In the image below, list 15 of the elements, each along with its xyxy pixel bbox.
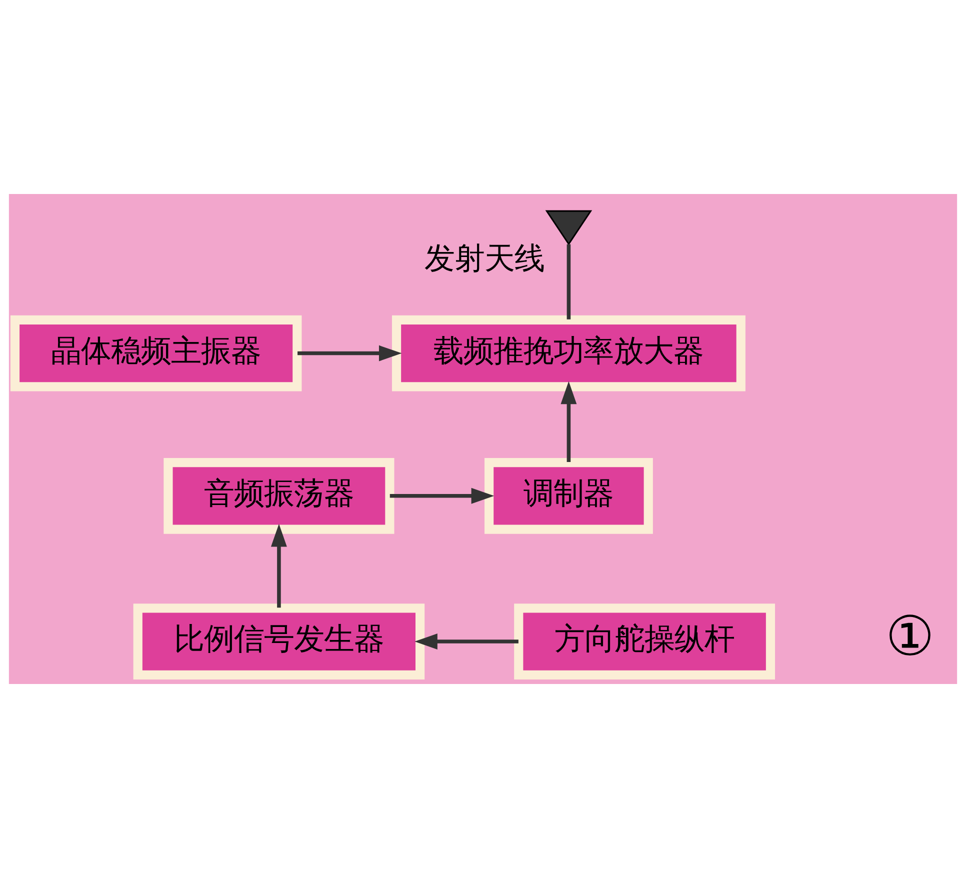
node-box: 方向舵操纵杆 xyxy=(514,603,776,679)
connector xyxy=(566,244,571,319)
node-box: 调制器 xyxy=(484,457,653,534)
arrow xyxy=(390,487,494,504)
arrow xyxy=(298,344,402,361)
node-box: 比例信号发生器 xyxy=(133,603,425,679)
arrow xyxy=(560,380,577,462)
node-box: 载频推挽功率放大器 xyxy=(392,314,746,391)
node-antenna xyxy=(545,210,592,245)
arrow xyxy=(270,523,287,608)
node-box: 晶体稳频主振器 xyxy=(10,314,302,391)
node-label: 发射天线 xyxy=(424,240,545,276)
arrow xyxy=(414,633,518,649)
node-box: 音频振荡器 xyxy=(164,457,394,534)
label: ① xyxy=(886,603,935,668)
